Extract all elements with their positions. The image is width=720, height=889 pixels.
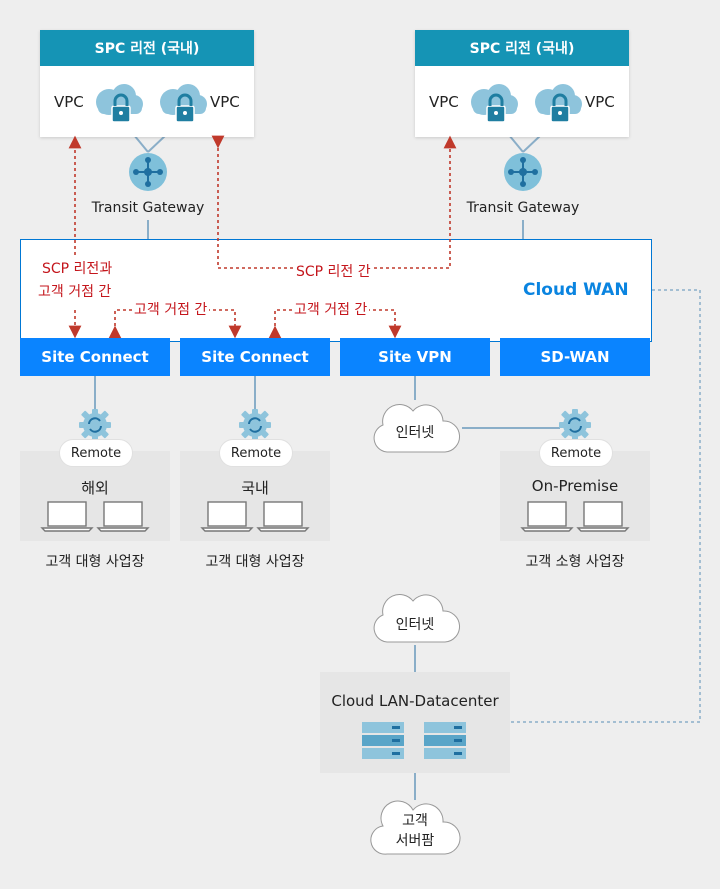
site-name: 국내	[241, 479, 269, 497]
vpc-cloud-lock-icon	[535, 84, 582, 123]
transit-gateway-label: Transit Gateway	[466, 200, 580, 216]
transit-gateway-label: Transit Gateway	[91, 200, 205, 216]
vpc-cloud-lock-icon	[471, 84, 518, 123]
arrow-between-regions	[211, 135, 457, 269]
internet-cloud-icon	[373, 594, 461, 643]
site-name: On-Premise	[531, 477, 619, 495]
internet-label: 인터넷	[395, 425, 435, 441]
sync-gear-icon	[559, 409, 591, 441]
server-farm-label-line1: 고객	[402, 813, 428, 829]
spc-region-1: SPC 리전 (국내) VPC VPC	[40, 30, 254, 137]
laptop-icon	[520, 501, 574, 532]
transit-gateway-hub-icon	[129, 153, 167, 191]
cloud-wan-title: Cloud WAN	[523, 280, 629, 300]
internet-cloud-icon	[373, 404, 461, 453]
annotation-region-customer-line2: 고객 거점 간	[36, 281, 114, 301]
cloud-wan-box	[20, 239, 652, 342]
arrow-customer-1	[108, 309, 242, 339]
server-icon	[362, 722, 404, 759]
remote-badge: Remote	[539, 439, 613, 467]
annotation-customer-2: 고객 거점 간	[292, 299, 370, 319]
arrow-customer-2	[268, 309, 402, 339]
sync-gear-icon	[239, 409, 271, 441]
vpc-label: VPC	[210, 93, 240, 111]
server-icon	[424, 722, 466, 759]
remote-badge: Remote	[219, 439, 293, 467]
laptop-icon	[256, 501, 310, 532]
laptop-icon	[40, 501, 94, 532]
vpc-cloud-lock-icon	[96, 84, 143, 123]
internet-label: 인터넷	[395, 617, 435, 633]
server-icon	[362, 722, 466, 759]
site-caption: 고객 소형 사업장	[525, 554, 625, 570]
vpc-label: VPC	[54, 93, 84, 111]
sd-wan-bar: SD-WAN	[500, 338, 650, 376]
site-connect-bar: Site Connect	[180, 338, 330, 376]
datacenter-title: Cloud LAN-Datacenter	[331, 692, 499, 710]
vpc-label: VPC	[585, 93, 615, 111]
site-caption: 고객 대형 사업장	[45, 554, 145, 570]
vpc-cloud-lock-icon	[160, 84, 207, 123]
annotation-between-regions: SCP 리전 간	[294, 261, 373, 281]
vpc-label: VPC	[429, 93, 459, 111]
laptop-icon	[200, 501, 254, 532]
site-connect-bar: Site Connect	[20, 338, 170, 376]
region-title: SPC 리전 (국내)	[40, 30, 254, 66]
cloud-lan-datacenter: Cloud LAN-Datacenter	[320, 672, 510, 773]
transit-gateway-hub-icon	[504, 153, 542, 191]
laptop-icon	[96, 501, 150, 532]
server-farm-cloud-icon	[370, 800, 461, 855]
region-title: SPC 리전 (국내)	[415, 30, 629, 66]
annotation-region-customer-line1: SCP 리전과	[40, 258, 115, 278]
cloudwan-datacenter-link	[510, 289, 701, 723]
sync-gear-icon	[79, 409, 111, 441]
site-name: 해외	[81, 479, 109, 497]
spc-region-2: SPC 리전 (국내) VPC VPC	[415, 30, 629, 137]
laptop-icons	[40, 501, 630, 532]
laptop-icon	[576, 501, 630, 532]
annotation-customer-1: 고객 거점 간	[132, 299, 210, 319]
site-caption: 고객 대형 사업장	[205, 554, 305, 570]
server-farm-label-line2: 서버팜	[395, 833, 435, 849]
site-vpn-bar: Site VPN	[340, 338, 490, 376]
remote-badge: Remote	[59, 439, 133, 467]
